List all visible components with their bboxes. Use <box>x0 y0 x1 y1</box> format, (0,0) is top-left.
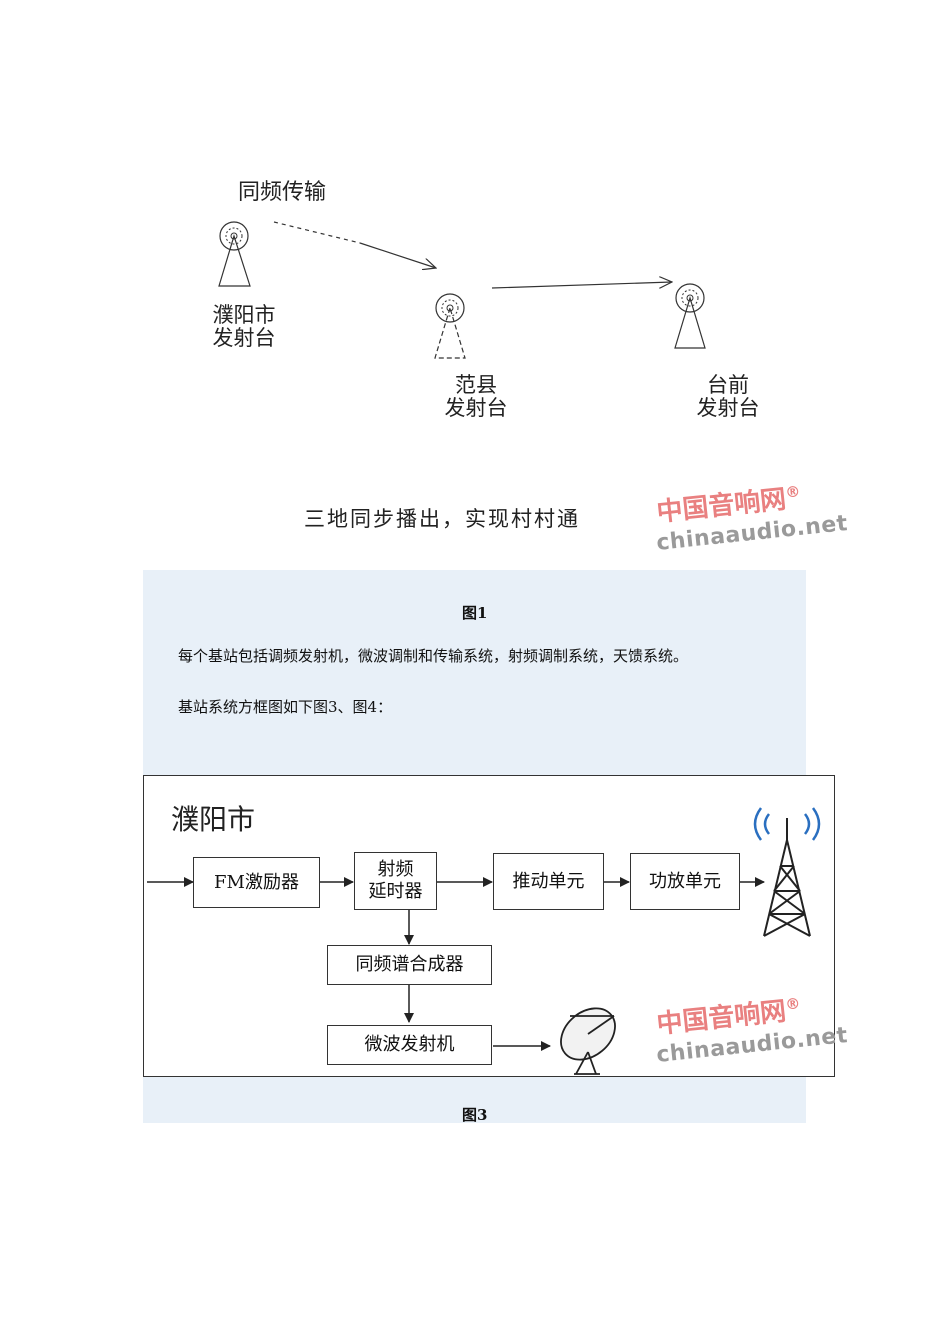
driver-unit-box: 推动单元 <box>493 853 604 910</box>
transmission-arrow <box>273 221 361 244</box>
registered-icon: ® <box>784 482 802 502</box>
figure1-diagram <box>218 221 706 359</box>
satellite-dish-icon <box>560 1007 616 1075</box>
figure3-label: 图3 <box>462 1106 488 1124</box>
registered-icon: ® <box>784 994 802 1014</box>
transmission-label: 同频传输 <box>238 180 327 205</box>
transmission-arrow <box>491 282 672 289</box>
rf-delay-box: 射频 延时器 <box>354 852 437 910</box>
station-label-fanxian: 范县 发射台 <box>436 374 516 420</box>
station-name: 濮阳市 <box>212 303 276 327</box>
station-label-puyang: 濮阳市 发射台 <box>204 304 284 350</box>
power-amp-unit-box: 功放单元 <box>630 853 740 910</box>
station-name: 台前 <box>707 373 749 397</box>
watermark: 中国音响网® chinaaudio.net <box>655 994 849 1068</box>
figure3-title: 濮阳市 <box>171 803 256 836</box>
fm-exciter-box: FM激励器 <box>193 857 320 908</box>
figure1-label: 图1 <box>462 604 488 622</box>
transmitter-tower-icon <box>763 818 811 937</box>
radio-waves-icon <box>753 807 821 841</box>
synthesizer-box: 同频谱合成器 <box>327 945 492 985</box>
station-name: 范县 <box>455 373 497 397</box>
station-type: 发射台 <box>444 396 508 420</box>
station-type: 发射台 <box>696 396 760 420</box>
watermark: 中国音响网® chinaaudio.net <box>655 482 849 556</box>
transmission-arrow <box>359 242 436 268</box>
transmitter-tower-icon <box>674 283 706 349</box>
paragraph-base-station: 每个基站包括调频发射机，微波调制和传输系统，射频调制系统，天馈系统。 <box>178 647 689 665</box>
figure1-caption: 三地同步播出，实现村村通 <box>304 507 580 531</box>
station-type: 发射台 <box>212 326 276 350</box>
rf-delay-line2: 延时器 <box>368 881 423 902</box>
rf-delay-line1: 射频 <box>377 859 414 880</box>
paragraph-block-diagram: 基站系统方框图如下图3、图4： <box>178 698 393 716</box>
station-label-taiqian: 台前 发射台 <box>688 374 768 420</box>
figure3-connectors <box>147 807 821 1075</box>
figure3-diagram: 濮阳市 <box>143 775 849 1077</box>
transmitter-tower-icon <box>434 293 466 359</box>
transmitter-tower-icon <box>218 221 251 287</box>
microwave-tx-box: 微波发射机 <box>327 1025 492 1065</box>
